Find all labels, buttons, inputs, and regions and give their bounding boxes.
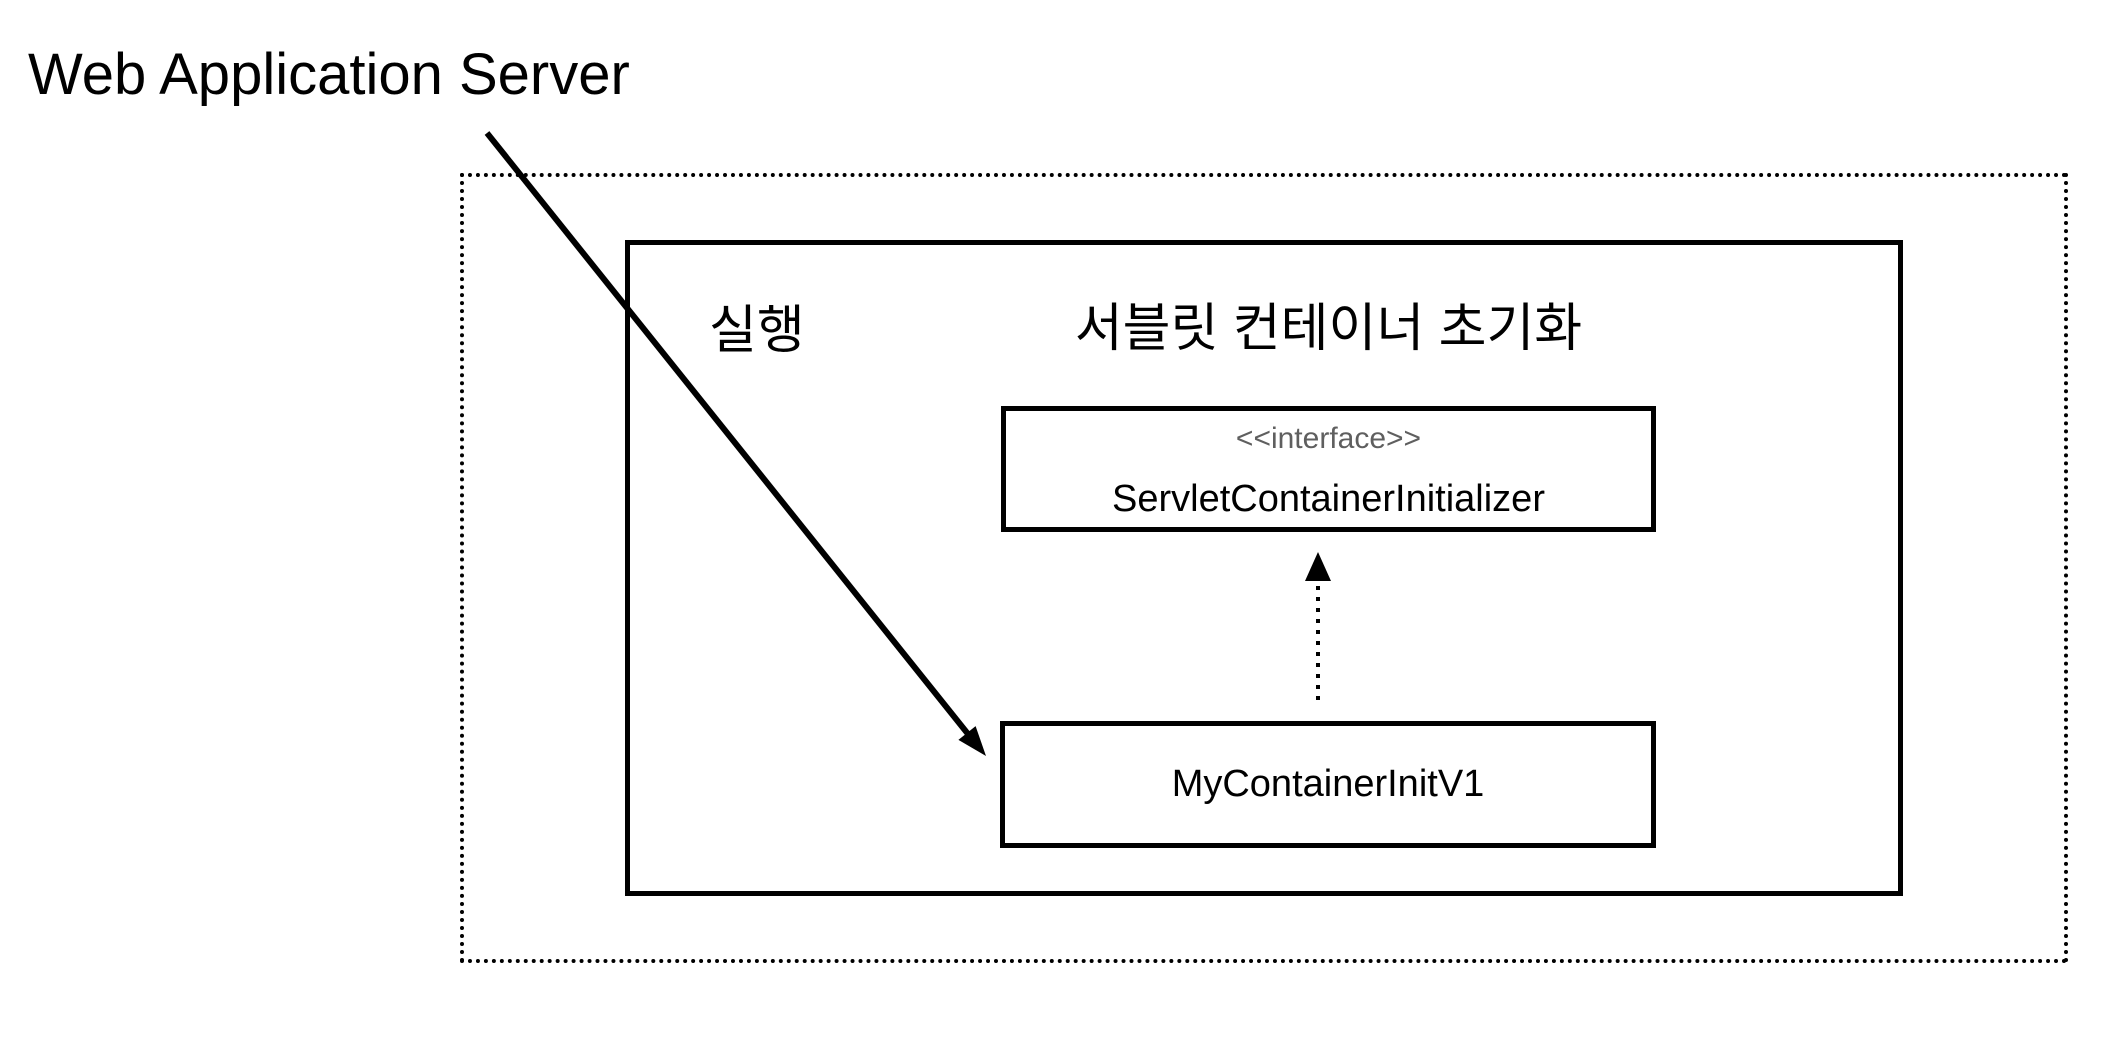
interface-stereotype-label: <<interface>> — [1235, 422, 1422, 455]
interface-node-box: <<interface>> ServletContainerInitialize… — [1001, 406, 1656, 532]
servlet-container-init-title: 서블릿 컨테이너 초기화 — [1074, 300, 1583, 358]
was-boundary-box — [460, 173, 2068, 963]
implementation-name-label: MyContainerInitV1 — [1171, 762, 1485, 805]
interface-name-label: ServletContainerInitializer — [1112, 478, 1545, 520]
was-title-label: Web Application Server — [28, 42, 630, 107]
execution-label: 실행 — [709, 302, 805, 360]
implementation-node-box: MyContainerInitV1 — [1000, 721, 1656, 848]
